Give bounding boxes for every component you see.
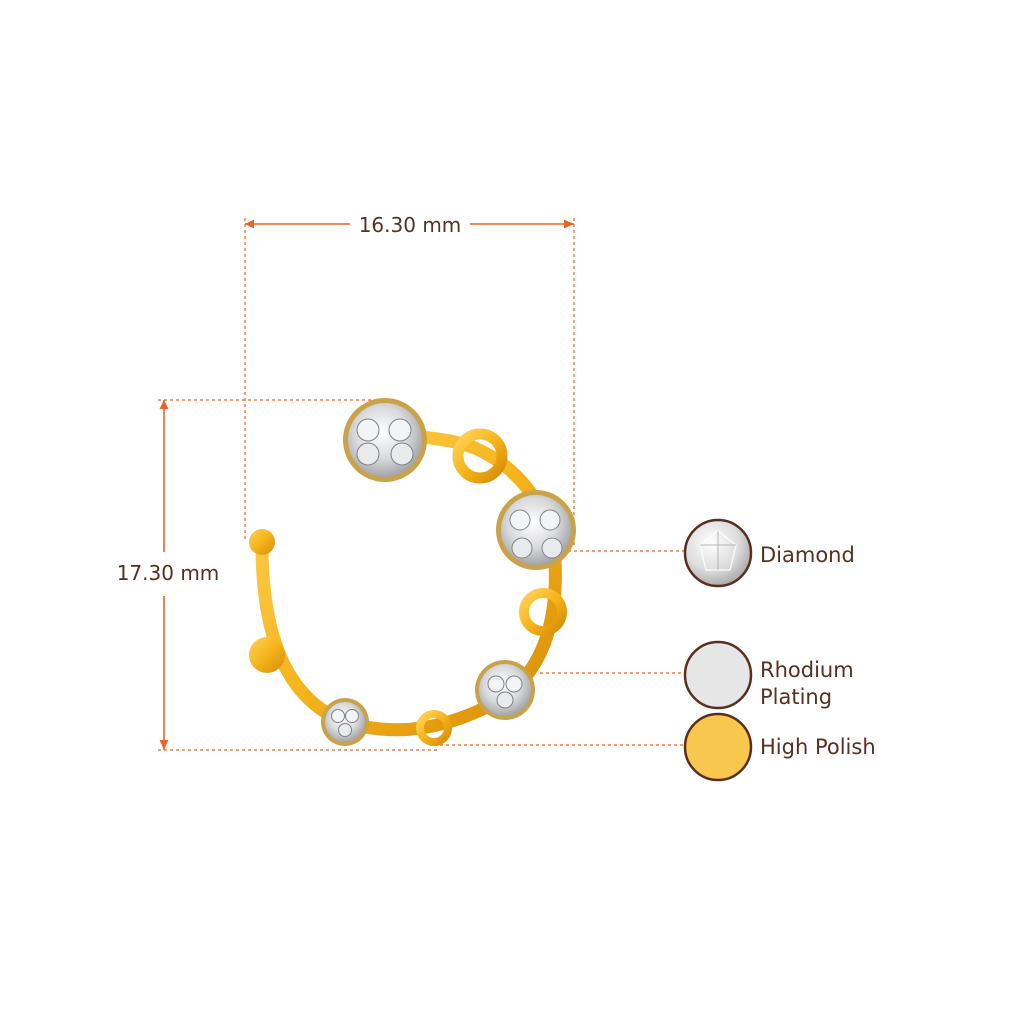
legend-rhodium: Rhodium Plating [683,640,854,710]
diamond-cluster-mid [475,660,535,720]
legend-diamond-label: Diamond [760,543,855,567]
polish-swatch-icon [683,712,753,782]
legend-polish-label: High Polish [760,735,876,759]
gold-ring-right [519,588,567,636]
diamond-cluster-right [496,490,576,570]
diamond-cluster-large [343,398,427,482]
gold-ring-bottom [416,710,452,746]
legend-polish: High Polish [683,712,876,782]
height-dimension: 17.30 mm [117,399,440,751]
leader-lines [440,550,684,746]
legend-diamond: Diamond [683,518,855,588]
legend-rhodium-label-line1: Rhodium [760,658,854,682]
rhodium-swatch-icon [683,640,753,710]
gold-ring-top [452,428,508,484]
diamond-facet-lines [700,531,736,570]
gold-hoop [255,430,562,737]
legend: Diamond Rhodium Plating High Polish [683,518,876,782]
width-label: 16.30 mm [359,213,462,237]
height-label: 17.30 mm [117,561,220,585]
legend-rhodium-label-line2: Plating [760,685,832,709]
ear-cuff-product [249,398,576,746]
width-dimension: 16.30 mm [244,213,575,548]
gold-bead [249,637,285,673]
gold-end-ball [249,529,275,555]
diamond-cluster-small [321,698,369,746]
